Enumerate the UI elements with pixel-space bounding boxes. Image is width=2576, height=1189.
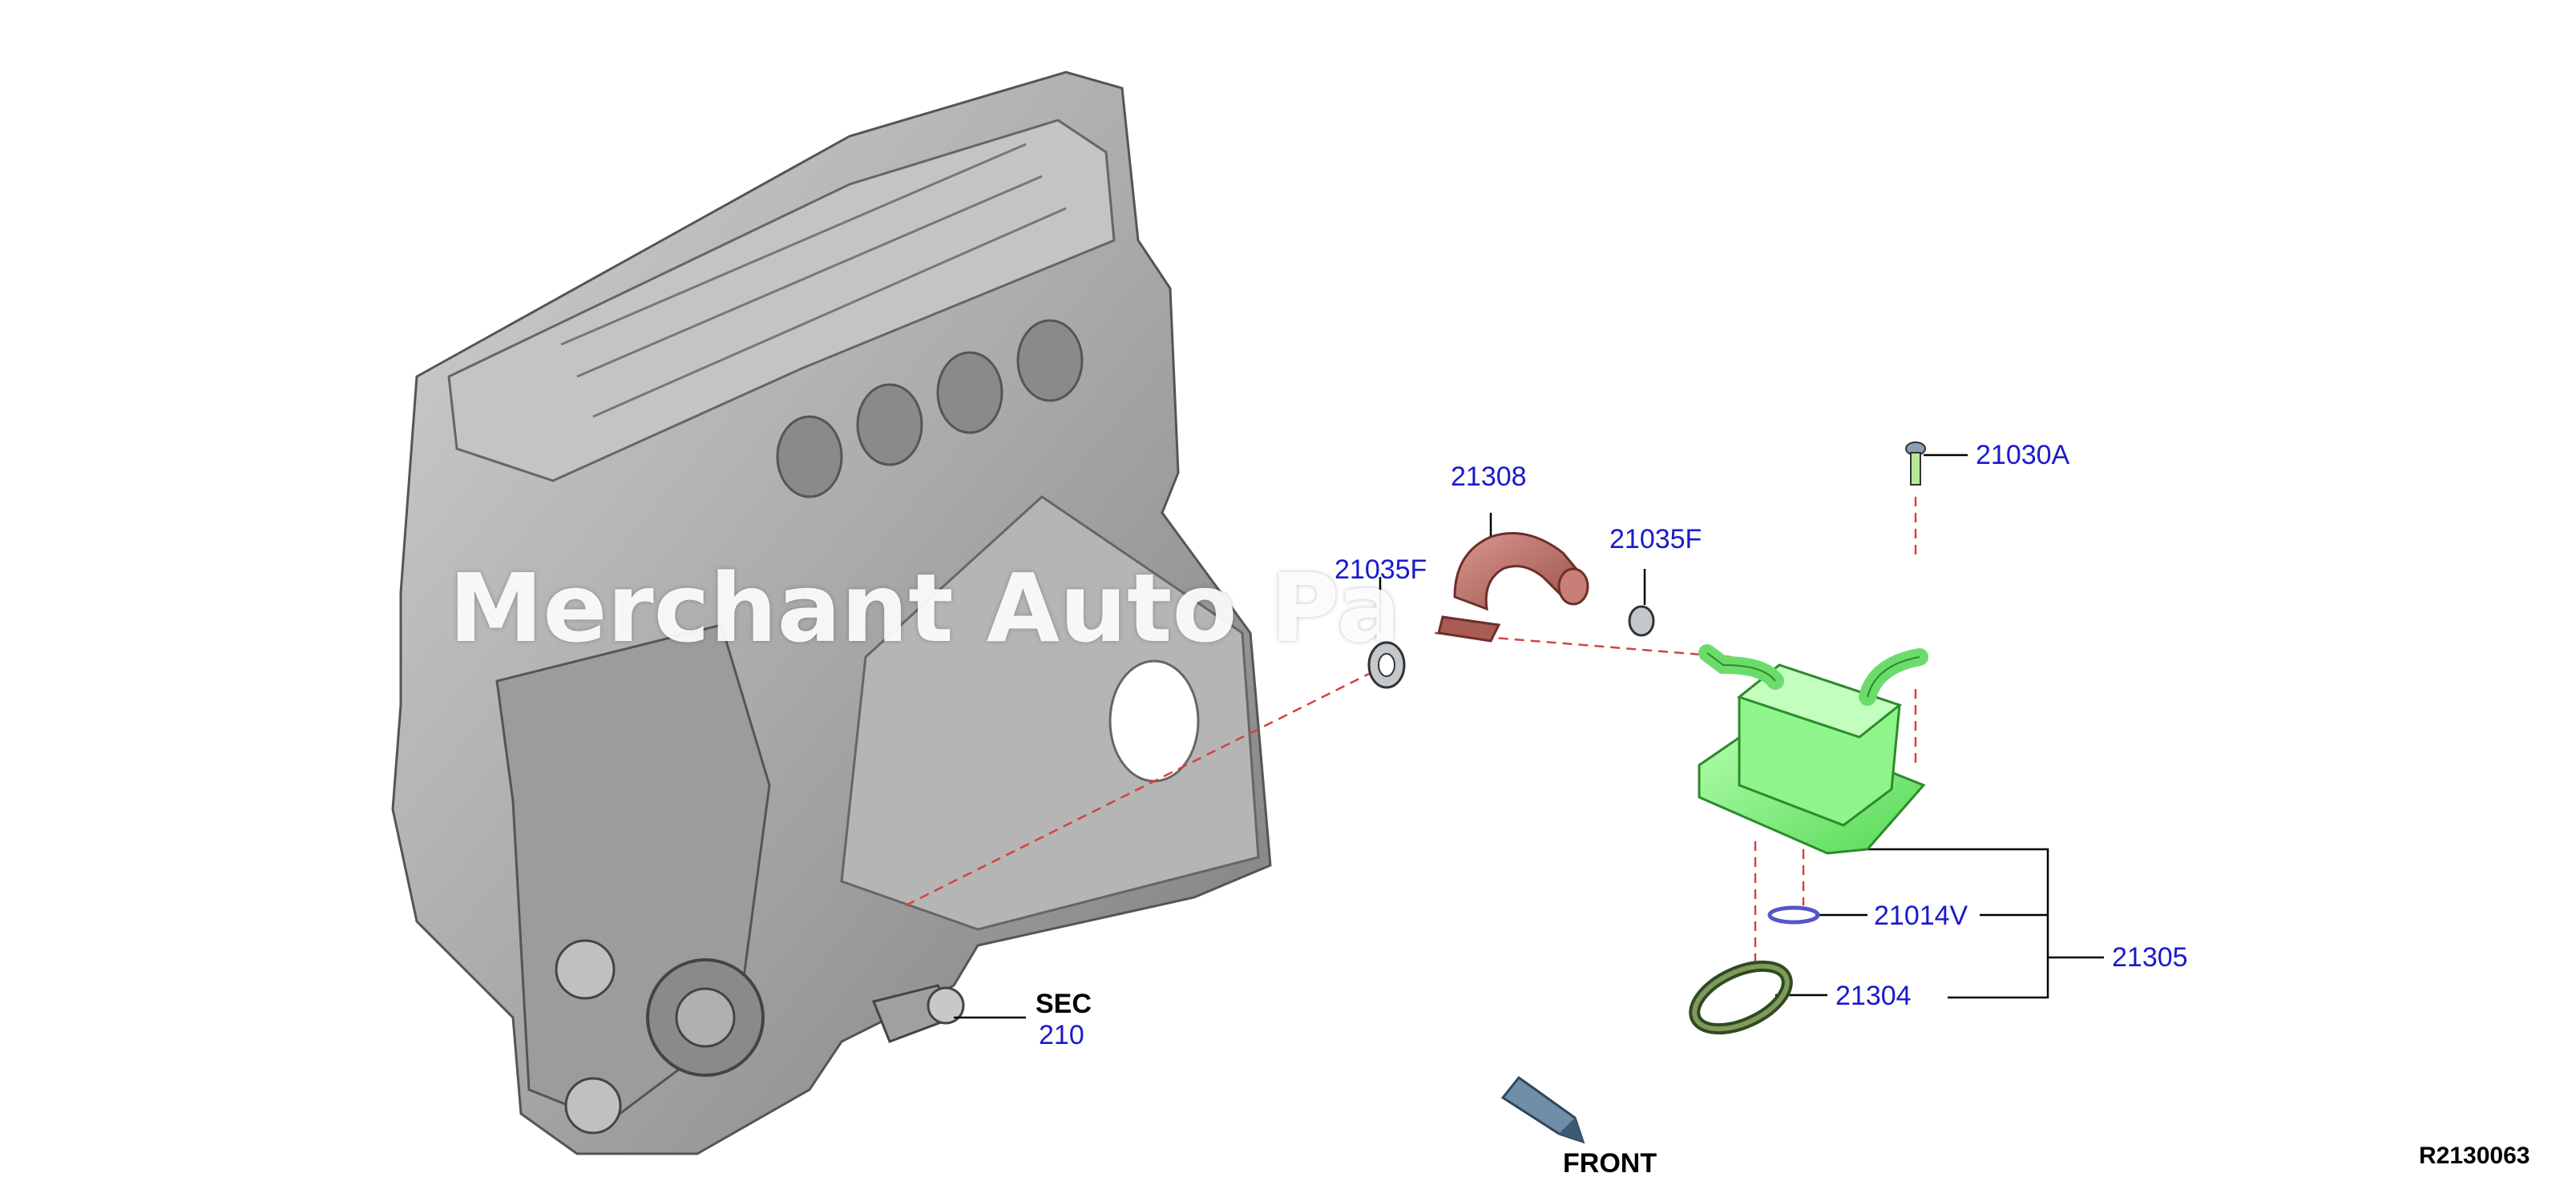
callout-21035f-right[interactable]: 21035F	[1609, 524, 1702, 554]
clamp-21035f-right-illustration	[1628, 605, 1655, 637]
drawing-id: R2130063	[2419, 1143, 2530, 1169]
section-ref-number[interactable]: 210	[1039, 1020, 1084, 1050]
callout-21030a[interactable]: 21030A	[1976, 440, 2070, 470]
callout-21035f-left[interactable]: 21035F	[1334, 554, 1427, 585]
seal-21014v-illustration	[1767, 905, 1820, 925]
callout-21305[interactable]: 21305	[2112, 942, 2188, 973]
callout-21014v[interactable]: 21014V	[1874, 901, 1968, 931]
gasket-21304-illustration	[1689, 960, 1793, 1035]
oil-cooler-21305-illustration	[1698, 644, 1928, 855]
callout-lines	[954, 453, 2104, 1019]
section-ref-label: SEC	[1036, 989, 1092, 1019]
watermark-text: Merchant Auto Pa	[449, 553, 1401, 663]
bolt-21030a-illustration	[1905, 441, 1926, 486]
callout-21308[interactable]: 21308	[1451, 461, 1527, 492]
clamp-21035f-left-illustration	[1367, 641, 1406, 689]
engine-block-illustration	[391, 71, 1272, 1155]
callout-21304[interactable]: 21304	[1835, 981, 1912, 1011]
hose-21308-illustration	[1437, 532, 1589, 643]
front-label: FRONT	[1563, 1148, 1657, 1179]
front-arrow-icon	[1500, 1075, 1585, 1144]
